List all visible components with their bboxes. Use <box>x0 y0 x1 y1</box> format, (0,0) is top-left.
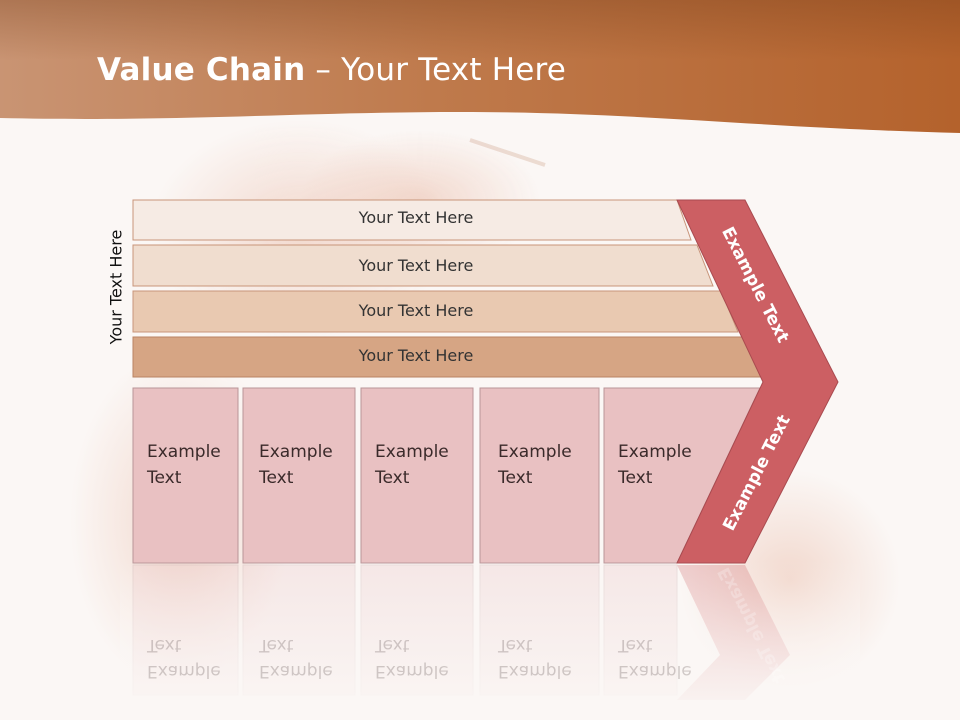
side-label: Your Text Here <box>106 229 126 345</box>
support-row-3-label: Your Text Here <box>358 301 474 320</box>
support-row-2-label: Your Text Here <box>358 256 474 275</box>
support-row-4-label: Your Text Here <box>358 346 474 365</box>
primary-box-2 <box>242 387 356 564</box>
slide-title: Value Chain – Your Text Here <box>97 52 566 88</box>
primary-box-1-label: Example Text <box>147 442 221 488</box>
primary-box-2-reflection: Example Text <box>259 635 333 681</box>
primary-box-4-reflection: Example Text <box>498 635 572 681</box>
primary-box-5-label: Example Text <box>618 442 692 488</box>
primary-box-3-label: Example Text <box>375 442 449 488</box>
header-band <box>0 0 960 133</box>
primary-box-3-reflection: Example Text <box>375 635 449 681</box>
primary-box-3 <box>360 387 474 564</box>
primary-box-4-label: Example Text <box>498 442 572 488</box>
support-row-3 <box>132 290 739 333</box>
support-row-1 <box>132 199 692 241</box>
support-row-1-label: Your Text Here <box>358 208 474 227</box>
title-rest: – Your Text Here <box>305 52 567 88</box>
support-row-2 <box>132 244 714 287</box>
primary-box-4 <box>479 387 600 564</box>
title-bold: Value Chain <box>97 52 306 88</box>
support-rows <box>132 199 764 378</box>
primary-box-5-reflection: Example Text <box>618 635 692 681</box>
primary-box-2-label: Example Text <box>259 442 333 488</box>
primary-box-1-reflection: Example Text <box>147 635 221 681</box>
primary-boxes <box>132 387 761 564</box>
primary-box-1 <box>132 387 239 564</box>
